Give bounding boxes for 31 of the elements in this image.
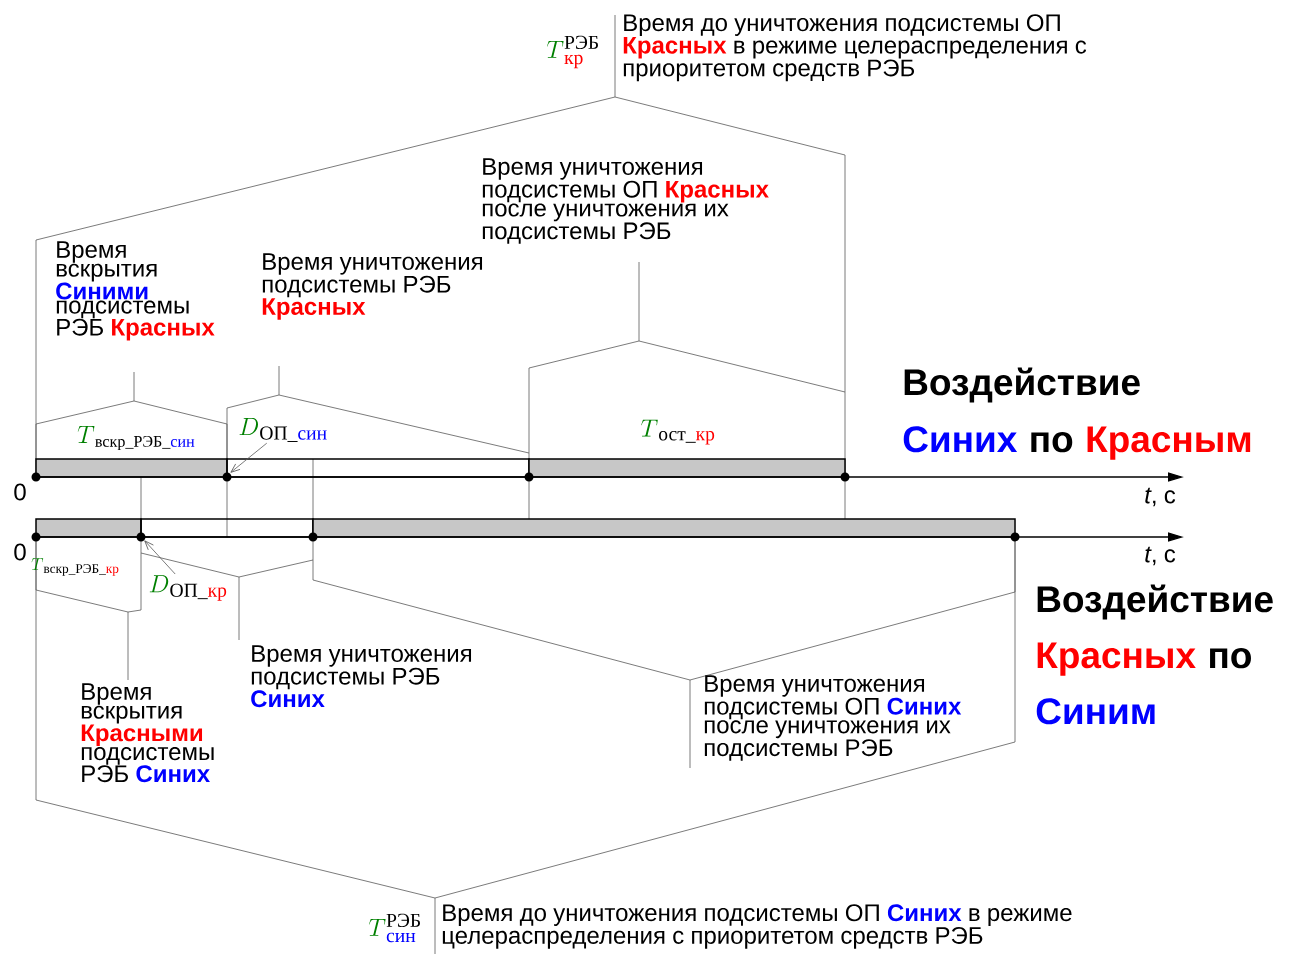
formula-label: ${\color{green!50!black}D}_{\text{ОП\_}\textcolor{red}{\text{кр}}}$ (149, 575, 227, 601)
heading-word: по (1210, 648, 1251, 669)
description-text: Время уничтожения подсистемы ОП Красных после уничтожения их подсистемы РЭБ (482, 158, 769, 244)
heading-word: Красным (1087, 426, 1251, 460)
formula-label: ${\color{green!50!black}T}^{\text{РЭБ}}_{\textcolor{blue}{\text{син}}}$ (368, 913, 420, 943)
description-text: Время до уничтожения подсистемы ОП Синих в режиме целераспределения с приоритетом средств РЭБ (442, 904, 1072, 949)
axis-origin-label: 0 (14, 543, 26, 561)
formula-label: ${\color{green!50!black}T}^{\text{РЭБ}}_{\textcolor{red}{\text{кр}}}$ (547, 35, 598, 69)
leader-line (144, 540, 176, 575)
heading-word: Синим (1036, 698, 1155, 725)
description-text: РЭБ Синих (82, 765, 210, 783)
description-text: Время уничтожения подсистемы РЭБ Синих (251, 645, 471, 708)
description-text: РЭБ Красных (57, 318, 215, 341)
formula-label: ${\color{green!50!black}T}_{\text{вскр\_РЭБ\_}\textcolor{red}{\text{кр}}}$ (31, 558, 119, 576)
description-text: Время вскрытия Синими подсистемы (56, 241, 189, 319)
description-text: Время уничтожения подсистемы РЭБ Красных (262, 253, 482, 320)
formula-label: ${\color{green!50!black}T}_{\text{вскр\_РЭБ\_}\textcolor{blue}{\text{син}}}$ (77, 426, 195, 451)
description-text: Время до уничтожения подсистемы ОП Красных в режиме целераспределения с приоритетом средств РЭБ (623, 14, 1087, 82)
axis-label: t, с (1145, 487, 1176, 507)
heading-word: Красных (1037, 642, 1196, 676)
axis-origin-label: 0 (14, 483, 26, 501)
heading-word: Синих (903, 426, 1018, 453)
heading-word: Воздействие (904, 367, 1140, 403)
heading-word: Воздействие (1037, 584, 1273, 620)
description-text: Время вскрытия Красными подсистемы (81, 683, 214, 765)
formula-label: ${\color{green!50!black}T}_{\text{ост\_}\textcolor{red}{\text{кр}}}$ (641, 419, 715, 445)
description-text: Время уничтожения подсистемы ОП Синих после уничтожения их подсистемы РЭБ (704, 675, 962, 761)
leader-line (230, 442, 268, 473)
axis-label: t, с (1145, 546, 1176, 566)
heading-word: по (1031, 432, 1073, 453)
formula-label: ${\color{green!50!black}D}_{\text{ОП\_}\textcolor{blue}{\text{син}}}$ (239, 418, 327, 442)
